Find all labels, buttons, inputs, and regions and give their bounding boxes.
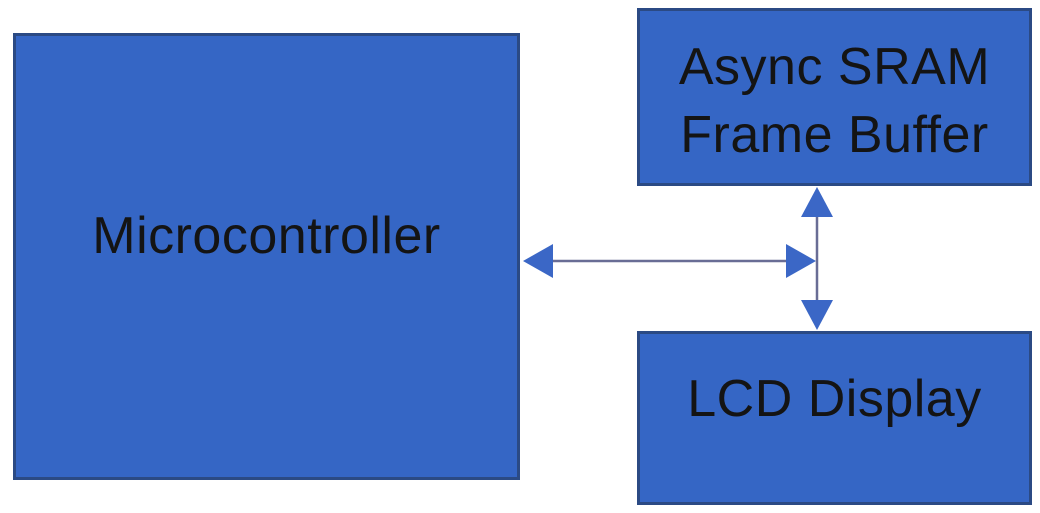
node-lcd-label: LCD Display — [687, 370, 982, 429]
arrowhead-down-icon — [801, 300, 833, 330]
arrowhead-left-icon — [523, 244, 553, 278]
horizontal-bidirectional-arrow — [523, 244, 816, 278]
node-sram-label-line2: Frame Buffer — [680, 106, 989, 164]
node-async-sram-frame-buffer: Async SRAM Frame Buffer — [637, 8, 1032, 186]
arrowhead-up-icon — [801, 187, 833, 217]
node-sram-label-line1: Async SRAM — [678, 38, 991, 97]
node-sram-label: Async SRAM Frame Buffer — [679, 34, 990, 169]
node-lcd-display: LCD Display — [637, 331, 1032, 505]
node-microcontroller: Microcontroller — [13, 33, 520, 480]
node-microcontroller-label: Microcontroller — [92, 206, 441, 265]
arrowhead-right-icon — [786, 244, 816, 278]
vertical-bidirectional-arrow — [801, 187, 833, 330]
